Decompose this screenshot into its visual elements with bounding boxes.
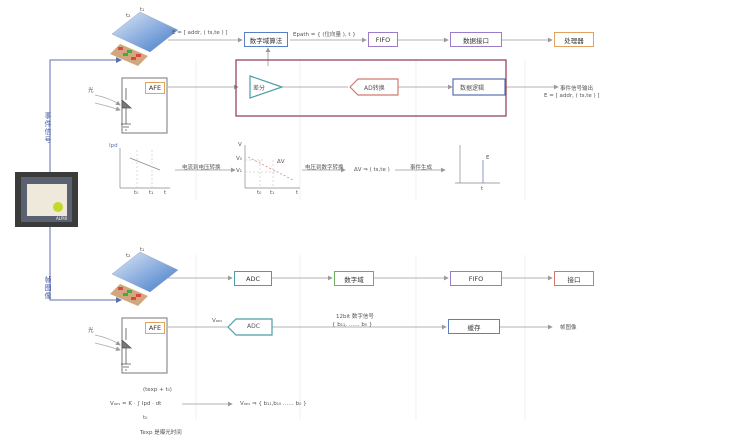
ipd-chart	[119, 148, 170, 189]
processor-box: 处理器	[554, 32, 594, 47]
bottom-fifo-box: FIFO	[450, 271, 502, 286]
bottom-sensor-t2: t₂	[126, 253, 131, 259]
bottom-adc1-box: ADC	[234, 271, 272, 286]
voltage-chart	[244, 145, 300, 189]
ipd-t: t	[164, 190, 167, 196]
top-sensor-t1: t₁	[140, 7, 145, 13]
vaes-label: Vₐₑₛ	[212, 318, 223, 324]
top-sensor-icon	[110, 11, 179, 66]
bits-formula: { b₁₁, …… b₀ }	[332, 322, 373, 328]
data-interface-box: 数据接口	[450, 32, 502, 47]
delta-v-label: ΔV	[277, 159, 285, 165]
top-light-label: 光	[88, 88, 94, 94]
event-output-formula: E = [ addr, ( ts,te ) ]	[544, 93, 600, 99]
logic-label: 数据逻辑	[460, 85, 485, 92]
volt-t1: t₁	[270, 190, 275, 196]
integral-lower: t₀	[143, 415, 148, 421]
integral-upper: (texp + t₀)	[143, 387, 172, 393]
chip-icon	[15, 172, 78, 227]
bottom-sensor-t1: t₁	[140, 247, 145, 253]
ipd-axis-label: Ipd	[109, 143, 118, 149]
volt-t0: t₀	[257, 190, 262, 196]
frame-image-output: 帧图像	[560, 325, 577, 331]
ipd-t1: t₁	[149, 190, 154, 196]
event-signal-label: 事件信号	[44, 112, 52, 144]
formula-epath: Epath = { (位向量 ), t }	[293, 32, 356, 38]
integral-formula: Vₐₑₛ = K · ∫ Ipd · dt	[110, 401, 162, 407]
top-fifo-box: FIFO	[368, 32, 398, 47]
digital-domain-box: 数字域	[334, 271, 374, 286]
volt-t: t	[296, 190, 299, 196]
bottom-light-label: 光	[88, 328, 94, 334]
event-gen-label: 事件生成	[410, 165, 433, 171]
formula-e: E = [ addr, ( ts,te ) ]	[172, 30, 228, 36]
event-processing-frame	[235, 59, 507, 117]
frame-image-label: 帧图像	[44, 276, 52, 300]
interface-box: 接口	[554, 271, 594, 286]
bottom-adc2-box	[227, 318, 273, 336]
volt-v1: V₁	[236, 168, 242, 174]
dv-formula: ΔV ⇒ ( ts,te )	[354, 167, 390, 173]
curr-to-volt-label: 电流到电压转换	[182, 165, 221, 171]
bottom-sensor-icon	[110, 251, 179, 306]
cache-box: 缓存	[448, 319, 500, 334]
diff-amplifier	[249, 75, 284, 99]
bottom-afe-box: AFE	[145, 322, 165, 334]
volt-axis-label: V	[238, 142, 242, 148]
event-t-label: t	[481, 186, 484, 192]
diff-label: 差分	[253, 85, 266, 92]
top-diode-icon	[121, 88, 133, 109]
data-logic-box	[452, 78, 506, 96]
digital-filter-box: 数字域算法	[244, 32, 288, 47]
volt-v0: V₀	[236, 156, 242, 162]
event-chart	[455, 145, 500, 184]
chip-label: ALPIX	[56, 216, 68, 221]
bits-label: 12bit 数字信号	[336, 314, 374, 320]
bottom-diode-icon	[121, 328, 133, 349]
vaes-formula: Vₐₑₛ ⇒ { b₁₁,b₁₀ …… b₀ }	[240, 401, 307, 407]
texp-note: Texp 是曝光时间	[140, 430, 182, 436]
volt-to-dig-label: 电压到数字转换	[305, 165, 344, 171]
ad-label: AD转换	[364, 85, 385, 92]
ipd-t0: t₀	[134, 190, 139, 196]
adc2-label: ADC	[247, 323, 260, 330]
top-afe-box: AFE	[145, 82, 165, 94]
top-sensor-t2: t₂	[126, 13, 131, 19]
grid-lines	[195, 60, 526, 420]
event-e-label: E	[486, 155, 490, 161]
event-output-label: 事件信号输出	[560, 86, 594, 92]
ad-converter-box	[349, 78, 399, 96]
